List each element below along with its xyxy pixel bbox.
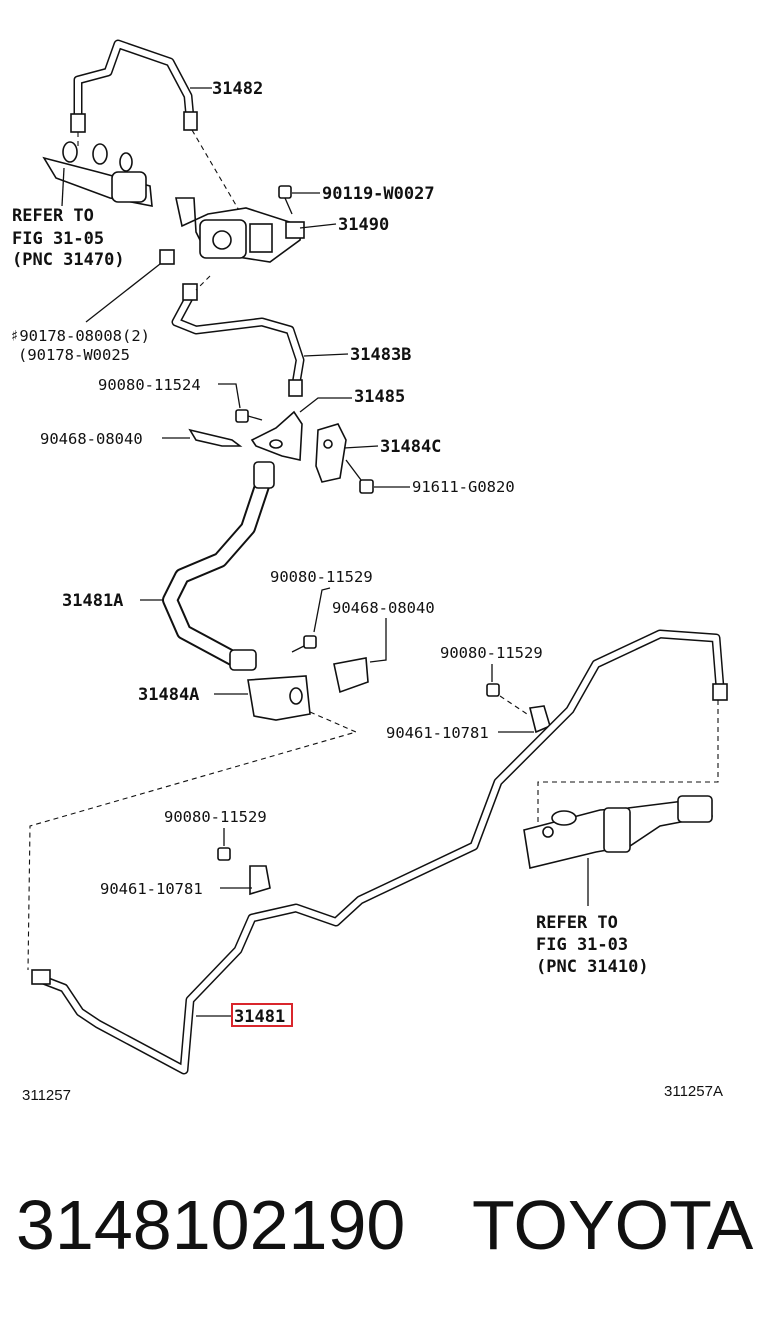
label-31485: 31485	[354, 387, 405, 407]
refer-fig-31-05-line1: REFER TO	[12, 206, 94, 226]
label-31490: 31490	[338, 215, 389, 235]
bracket-31484a[interactable]	[247, 675, 311, 721]
label-90178-w0025: (90178-W0025	[18, 346, 130, 364]
label-31481[interactable]: 31481	[234, 1007, 285, 1027]
highlight-box-31481	[231, 1003, 293, 1027]
hose-31481a[interactable]	[162, 461, 275, 671]
master-cylinder-top	[42, 141, 153, 207]
label-90080-11529-a: 90080-11529	[270, 568, 373, 586]
drawing-code-right: 311257A	[664, 1083, 723, 1100]
bolt-90080-11529-b[interactable]	[486, 683, 500, 697]
label-90461-10781-b: 90461-10781	[100, 880, 203, 898]
tube-31481[interactable]	[31, 629, 728, 1075]
junction-31490[interactable]	[175, 197, 305, 263]
refer-fig-31-03-line1: REFER TO	[536, 913, 618, 933]
bolt-90080-11524[interactable]	[235, 409, 263, 423]
label-90080-11524: 90080-11524	[98, 376, 201, 394]
drawing-code-left: 311257	[22, 1087, 71, 1104]
tube-31482[interactable]	[70, 39, 198, 133]
label-90080-11529-c: 90080-11529	[164, 808, 267, 826]
refer-fig-31-03-line3: (PNC 31410)	[536, 957, 649, 977]
bolt-90080-11529-a[interactable]	[291, 635, 317, 653]
clip-90468-08040-b[interactable]	[333, 657, 369, 694]
washer-90178[interactable]	[159, 249, 175, 265]
label-31483b: 31483B	[350, 345, 411, 365]
label-90468-08040-b: 90468-08040	[332, 599, 435, 617]
bracket-31484c[interactable]	[315, 423, 347, 483]
refer-fig-31-03-line2: FIG 31-03	[536, 935, 628, 955]
label-31482: 31482	[212, 79, 263, 99]
label-90461-10781-a: 90461-10781	[386, 724, 489, 742]
clip-90461-10781-b[interactable]	[249, 865, 271, 896]
label-31484c: 31484C	[380, 437, 441, 457]
bracket-31485[interactable]	[250, 410, 303, 461]
label-31484a: 31484A	[138, 685, 199, 705]
label-91611-g0820: 91611-G0820	[412, 478, 515, 496]
label-90080-11529-b: 90080-11529	[440, 644, 543, 662]
tube-31483b[interactable]	[171, 283, 305, 397]
part-number-title: 3148102190	[16, 1186, 406, 1264]
label-90119-w0027: 90119-W0027	[322, 184, 435, 204]
label-90178-08008: ♯90178-08008(2)	[10, 327, 150, 345]
label-90468-08040-a: 90468-08040	[40, 430, 143, 448]
label-31481a: 31481A	[62, 591, 123, 611]
clip-90468-08040-a[interactable]	[188, 428, 243, 447]
bolt-90119-w0027[interactable]	[278, 185, 293, 215]
master-cylinder-right	[523, 795, 713, 869]
brand-title: TOYOTA	[472, 1186, 754, 1264]
refer-fig-31-05-line3: (PNC 31470)	[12, 250, 125, 270]
refer-fig-31-05-line2: FIG 31-05	[12, 229, 104, 249]
bolt-90080-11529-c[interactable]	[217, 847, 231, 861]
bolt-91611-g0820[interactable]	[345, 459, 374, 494]
